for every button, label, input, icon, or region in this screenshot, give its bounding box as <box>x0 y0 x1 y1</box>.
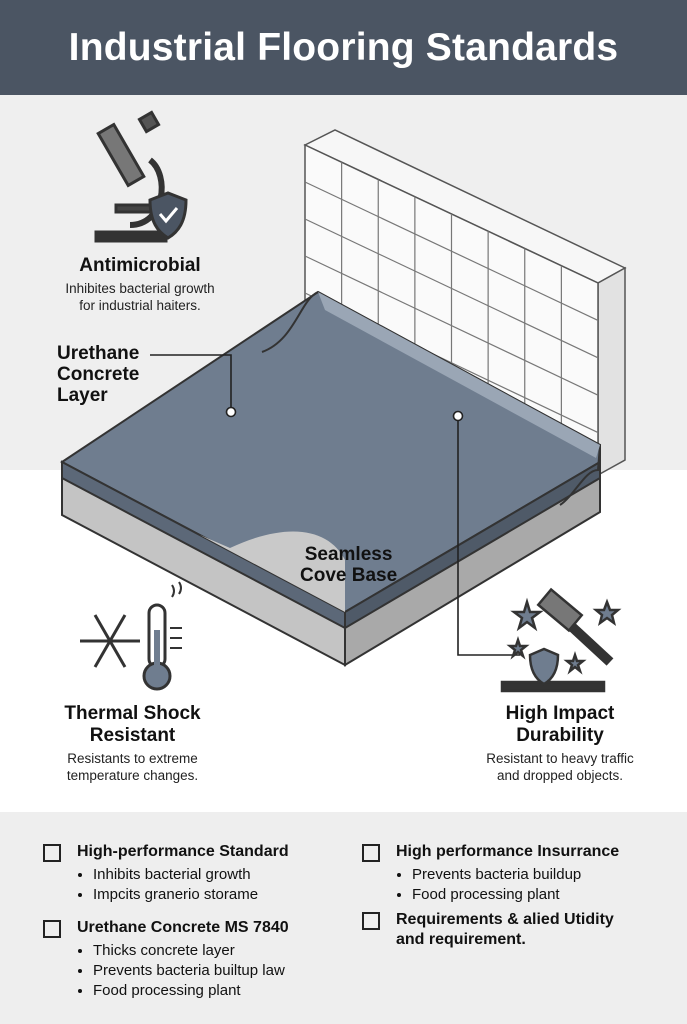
checklist-bullet: Food processing plant <box>93 981 289 1001</box>
tile-line <box>304 255 599 396</box>
cove-base <box>318 292 600 458</box>
tile-wall <box>303 129 627 477</box>
feature-desc: and dropped objects. <box>496 768 624 783</box>
feature-title: Resistant <box>89 725 176 746</box>
page-title: Industrial Flooring Standards <box>68 25 619 69</box>
leader-lines <box>150 354 520 656</box>
checklist-item: High performance Insurrance Prevents bac… <box>362 842 619 905</box>
callout-line: Cove Base <box>300 565 398 586</box>
tile-line <box>304 218 599 359</box>
checkbox[interactable] <box>43 844 61 862</box>
checklist-bullet: Prevents bacteria buildup <box>412 865 619 885</box>
flooring-illustration <box>60 110 627 693</box>
callout-cove-base: Seamless Cove Base <box>300 544 397 586</box>
checklist-heading: High-performance Standard <box>77 843 289 860</box>
checkbox[interactable] <box>362 844 380 862</box>
callout-line: Seamless <box>304 544 393 565</box>
checklist-bullet: Impcits granerio storame <box>93 885 289 905</box>
checklist-bullet: Thicks concrete layer <box>93 941 289 961</box>
checklist-item: High-performance Standard Inhibits bacte… <box>43 842 289 905</box>
checkbox[interactable] <box>362 912 380 930</box>
checklist-item: Requirements & alied Utidity and require… <box>362 910 632 950</box>
microscope-shield-icon <box>94 110 188 243</box>
feature-title: Thermal Shock <box>64 703 201 724</box>
cutaway-concrete <box>200 531 345 612</box>
header-banner: Industrial Flooring Standards <box>0 0 687 95</box>
checklist-item: Urethane Concrete MS 7840 Thicks concret… <box>43 918 289 1001</box>
checklist-bullet: Inhibits bacterial growth <box>93 865 289 885</box>
feature-desc: Resistants to extreme <box>67 751 198 766</box>
feature-desc: temperature changes. <box>66 768 199 783</box>
checklist-bullet: Food processing plant <box>412 885 619 905</box>
callout-line: Concrete <box>57 364 140 385</box>
checklist-heading: Requirements & alied Utidity and require… <box>396 911 614 948</box>
callout-line: Layer <box>57 385 108 406</box>
checklist-bullet: Prevents bacteria builtup law <box>93 961 289 981</box>
hammer-shield-icon <box>500 587 622 693</box>
floor-slab <box>60 290 602 667</box>
feature-desc: Resistant to heavy traffic <box>486 751 634 766</box>
feature-antimicrobial: Antimicrobial Inhibites bacterial growth… <box>40 255 240 314</box>
checklist-panel <box>0 812 687 1024</box>
feature-desc: for industrial haiters. <box>79 298 201 313</box>
checklist-heading: High performance Insurrance <box>396 843 620 860</box>
feature-desc: Inhibites bacterial growth <box>65 281 215 296</box>
snowflake-thermometer-icon <box>80 581 182 691</box>
callout-urethane-layer: Urethane Concrete Layer <box>57 343 139 406</box>
feature-title: Durability <box>516 725 604 746</box>
tile-line <box>304 181 599 321</box>
checklist-heading: Urethane Concrete MS 7840 <box>77 919 289 936</box>
feature-title: Antimicrobial <box>79 255 201 276</box>
checkbox[interactable] <box>43 920 61 938</box>
callout-line: Urethane <box>57 343 140 364</box>
feature-title: High Impact <box>505 703 615 724</box>
